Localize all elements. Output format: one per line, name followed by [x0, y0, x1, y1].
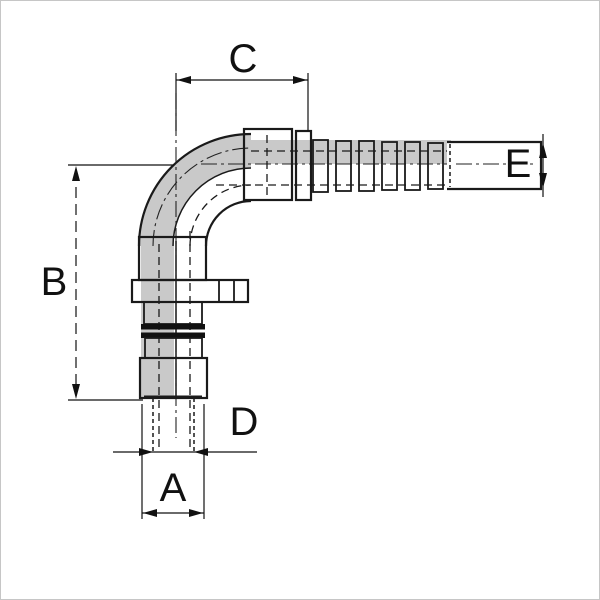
- dimension-label-e: E: [504, 142, 532, 186]
- tube-end-mask: [447, 141, 543, 190]
- standpipe-tube: [152, 398, 195, 451]
- seal-ring-upper: [141, 324, 205, 330]
- socket-block: [242, 127, 294, 202]
- dimension-label-a: A: [159, 466, 187, 510]
- vertical-arm-shade: [141, 237, 174, 398]
- dimension-c: [175, 73, 309, 131]
- barb-serrations: [312, 139, 444, 193]
- dimension-label-b: B: [40, 260, 68, 304]
- dimension-b: [68, 164, 174, 401]
- dimension-d: [113, 448, 257, 456]
- seal-ring-lower: [141, 332, 205, 338]
- elbow-shade: [139, 134, 251, 246]
- dimension-e: [539, 134, 547, 197]
- dimension-label-d: D: [229, 400, 259, 444]
- vertical-body-stack: [130, 235, 250, 451]
- horizontal-arm-shade: [241, 140, 451, 164]
- metal-shading: [139, 134, 451, 398]
- dimension-a: [141, 404, 205, 519]
- collar-disc: [294, 129, 313, 202]
- hose-tail-end: [447, 140, 543, 191]
- dimension-label-c: C: [228, 37, 258, 81]
- hose-barb-arm: [242, 127, 543, 202]
